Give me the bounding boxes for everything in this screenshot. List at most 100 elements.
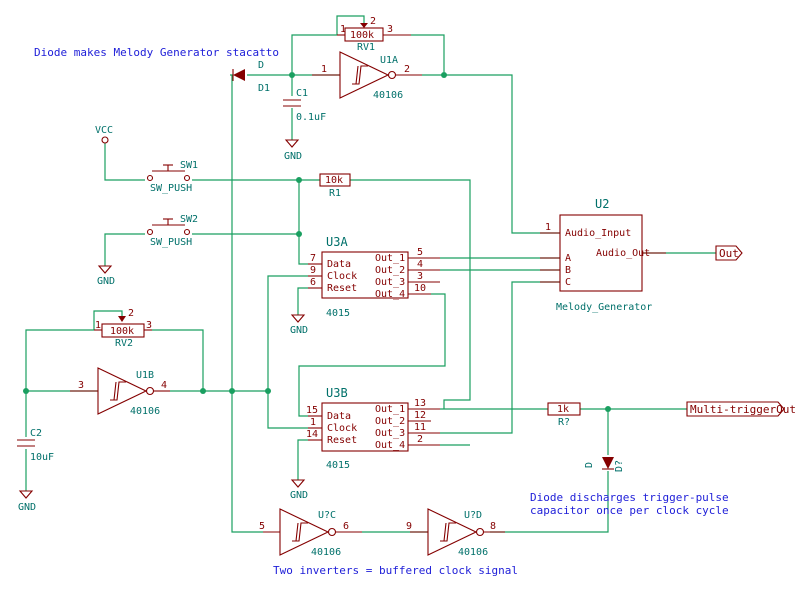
switch-sw1: SW1 SW_PUSH	[146, 160, 198, 194]
module-u2: U2 Melody_Generator 1 Audio_Input A B C …	[540, 197, 666, 313]
u3a-ref: U3A	[326, 235, 348, 249]
u3a-out4-name: Out_4	[375, 289, 405, 300]
u1a-value: 40106	[373, 90, 403, 101]
resistor-r1: 10k R1	[319, 173, 351, 199]
u2-pin-c: C	[565, 277, 571, 288]
c1-value: 0.1uF	[296, 112, 326, 123]
gnd-c2-label: GND	[18, 502, 36, 513]
vcc-label: VCC	[95, 125, 113, 136]
diode-dq: D D?	[584, 457, 625, 472]
multi-trigger-label-text: Multi-triggerOut	[690, 403, 796, 416]
u3a-pin-data-num: 7	[310, 253, 316, 264]
out-label-text: Out	[719, 247, 739, 260]
u3b-out1-name: Out_1	[375, 404, 405, 415]
u3b-pin-clock-num: 1	[310, 417, 316, 428]
sw1-ref: SW1	[180, 160, 198, 171]
u3b-out4-name: Out_4	[375, 440, 405, 451]
u3a-pin-reset-name: Reset	[327, 283, 357, 294]
gnd-c1: GND	[284, 139, 302, 162]
u3a-pin-clock-name: Clock	[327, 271, 357, 282]
u3b-out1-num: 13	[414, 398, 426, 409]
d1-value: D	[258, 60, 264, 71]
annotations: Diode makes Melody Generator stacatto Di…	[34, 46, 729, 577]
note-diode-discharge-2: capacitor once per clock cycle	[530, 504, 729, 517]
u1a-pin-out: 2	[404, 64, 410, 75]
u3b-pin-data-num: 15	[306, 405, 318, 416]
gnd-u3a: GND	[290, 314, 308, 336]
wires	[25, 15, 716, 533]
d1-ref: D1	[258, 83, 270, 94]
vcc-symbol: VCC	[95, 125, 113, 144]
u2d-pin-in: 9	[406, 521, 412, 532]
rv1-value: 100k	[350, 30, 374, 41]
u3b-pin-data-name: Data	[327, 411, 351, 422]
gnd-c2: GND	[18, 490, 36, 513]
rv2-pin3: 3	[146, 320, 152, 331]
u2d-ref: U?D	[464, 510, 482, 521]
resistor-rq: 1k R?	[547, 402, 581, 428]
rq-ref: R?	[558, 417, 570, 428]
u1b-pin-in: 3	[78, 380, 84, 391]
diode-d1: D D1	[232, 60, 270, 94]
sw2-value: SW_PUSH	[150, 237, 192, 248]
u3a-out1-name: Out_1	[375, 253, 405, 264]
inverter-u2c: 5 6 U?C 40106	[259, 508, 362, 558]
u3b-ref: U3B	[326, 386, 348, 400]
u3b-out4-num: 2	[417, 434, 423, 445]
u3a-value: 4015	[326, 308, 350, 319]
rv1-pin1: 1	[340, 24, 346, 35]
r1-ref: R1	[329, 188, 341, 199]
u1b-ref: U1B	[136, 370, 154, 381]
u3b-out2-num: 12	[414, 410, 426, 421]
gnd-u3a-label: GND	[290, 325, 308, 336]
u1b-pin-out: 4	[161, 380, 167, 391]
u3a-out2-name: Out_2	[375, 265, 405, 276]
u3b-out3-num: 11	[414, 422, 426, 433]
inverter-u2d: 9 8 U?D 40106	[406, 508, 505, 558]
rv2-value: 100k	[110, 326, 134, 337]
gnd-sw2-label: GND	[97, 276, 115, 287]
u3b-out3-name: Out_3	[375, 428, 405, 439]
u2d-pin-out: 8	[490, 521, 496, 532]
switch-sw2: SW2 SW_PUSH	[146, 214, 198, 248]
u2c-value: 40106	[311, 547, 341, 558]
u2-pin-b: B	[565, 265, 571, 276]
rv2-ref: RV2	[115, 338, 133, 349]
rv1-pin3: 3	[387, 24, 393, 35]
potentiometer-rv2: 1 2 3 100k RV2	[94, 308, 152, 349]
rq-value: 1k	[557, 404, 569, 415]
potentiometer-rv1: 1 2 3 100k RV1	[337, 16, 411, 53]
dq-ref: D?	[614, 460, 625, 472]
sw1-value: SW_PUSH	[150, 183, 192, 194]
c2-ref: C2	[30, 428, 42, 439]
gnd-sw2: GND	[97, 265, 115, 287]
note-inverters: Two inverters = buffered clock signal	[273, 564, 518, 577]
c2-value: 10uF	[30, 452, 54, 463]
u3b-pin-clock-name: Clock	[327, 423, 357, 434]
sw2-ref: SW2	[180, 214, 198, 225]
ic-u3b: U3B 4015 15 1 14 Data Clock Reset Out_1 …	[306, 386, 440, 471]
u2c-pin-out: 6	[343, 521, 349, 532]
label-out: Out	[715, 245, 743, 261]
u2d-value: 40106	[458, 547, 488, 558]
r1-value: 10k	[325, 175, 343, 186]
gnd-u3b: GND	[290, 479, 308, 501]
label-multi-trigger: Multi-triggerOut	[686, 401, 796, 417]
u3b-pin-reset-name: Reset	[327, 435, 357, 446]
rv1-ref: RV1	[357, 42, 375, 53]
note-diode-discharge-1: Diode discharges trigger-pulse	[530, 491, 729, 504]
u3a-pin-clock-num: 9	[310, 265, 316, 276]
u2-audio-input: Audio_Input	[565, 228, 631, 239]
rv2-pin1: 1	[95, 320, 101, 331]
ic-u3a: U3A 4015 7 9 6 Data Clock Reset Out_1 Ou…	[308, 235, 440, 319]
gnd-c1-label: GND	[284, 151, 302, 162]
u1a-pin-in: 1	[321, 64, 327, 75]
u2-value: Melody_Generator	[556, 302, 652, 313]
rv1-pin2: 2	[370, 16, 376, 27]
rv2-pin2: 2	[128, 308, 134, 319]
capacitor-c2: C2 10uF	[17, 428, 54, 463]
u2-pin-a: A	[565, 253, 571, 264]
u2-pin1-num: 1	[545, 222, 551, 233]
u1b-value: 40106	[130, 406, 160, 417]
